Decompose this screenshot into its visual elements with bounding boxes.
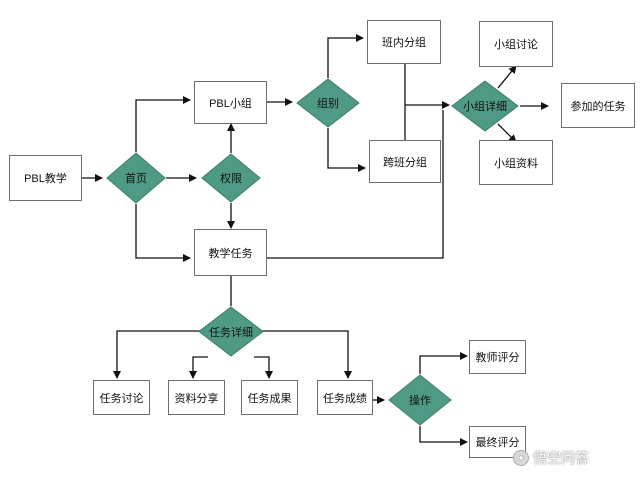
- node-pbl-group: PBL小组: [194, 81, 267, 124]
- diamond-shape: [451, 80, 519, 132]
- diamond-shape: [296, 78, 360, 128]
- edge-grouping-to-cross-class: [327, 128, 366, 172]
- decision-grouping-label: 组别: [317, 98, 339, 110]
- node-teaching-task-label: 教学任务: [208, 247, 253, 260]
- node-task-score: 任务成绩: [317, 380, 373, 415]
- decision-task-detail-label: 任务详细: [209, 326, 253, 339]
- node-joined-tasks-label: 参加的任务: [570, 100, 626, 113]
- node-group-materials: 小组资料: [479, 140, 553, 185]
- diamond-shape: [388, 374, 452, 426]
- decision-permission-label: 权限: [220, 173, 242, 185]
- watermark-text: 悟空问答: [533, 450, 589, 466]
- decision-group-detail: 小组详细: [451, 80, 519, 132]
- edge-group-detail-to-materials: [497, 123, 517, 143]
- node-final-score: 最终评分: [469, 426, 526, 458]
- node-group-discussion-label: 小组讨论: [494, 39, 538, 51]
- diamond-shape: [201, 153, 261, 203]
- node-in-class-group: 班内分组: [367, 20, 441, 64]
- edge-task-detail-to-material-sharing: [189, 356, 208, 379]
- decision-homepage: 首页: [106, 152, 166, 204]
- edge-teaching-task-to-group-detail: [267, 110, 444, 259]
- decision-operation: 操作: [388, 374, 452, 426]
- diamond-shape: [106, 152, 166, 204]
- wukong-logo-icon: ✦: [513, 450, 529, 466]
- node-material-sharing-label: 资料分享: [174, 392, 219, 405]
- edge-task-detail-to-task-result: [254, 356, 273, 379]
- node-teacher-score: 教师评分: [469, 340, 526, 374]
- decision-group-detail-label: 小组详细: [463, 101, 507, 113]
- decision-permission: 权限: [201, 153, 261, 203]
- node-cross-class-group-label: 跨班分组: [383, 156, 427, 169]
- node-in-class-group-label: 班内分组: [382, 37, 426, 49]
- node-cross-class-group: 跨班分组: [369, 140, 441, 183]
- edge-group-detail-to-discussion: [497, 65, 517, 89]
- node-teacher-score-label: 教师评分: [475, 352, 520, 364]
- edge-task-detail-to-task-discussion: [113, 330, 207, 379]
- node-pbl-teaching: PBL教学: [9, 155, 82, 201]
- node-final-score-label: 最终评分: [475, 437, 520, 449]
- node-group-materials-label: 小组资料: [494, 157, 538, 170]
- watermark: ✦ 悟空问答: [513, 448, 589, 468]
- node-group-discussion: 小组讨论: [479, 21, 553, 67]
- edge-grouping-to-in-class: [327, 34, 364, 78]
- node-pbl-teaching-label: PBL教学: [24, 173, 67, 185]
- node-task-discussion: 任务讨论: [93, 380, 150, 415]
- edge-operation-to-teacher-score: [419, 352, 468, 374]
- node-pbl-group-label: PBL小组: [209, 97, 252, 110]
- node-task-discussion-label: 任务讨论: [99, 392, 144, 405]
- decision-task-detail: 任务详细: [198, 306, 264, 357]
- node-task-score-label: 任务成绩: [323, 392, 367, 405]
- edge-homepage-to-pbl-group: [135, 96, 191, 152]
- node-material-sharing: 资料分享: [168, 380, 225, 415]
- decision-operation-label: 操作: [409, 395, 431, 407]
- diamond-shape: [198, 306, 264, 357]
- decision-grouping: 组别: [296, 78, 360, 128]
- node-task-result: 任务成果: [241, 380, 298, 415]
- edge-homepage-to-teaching-task: [135, 204, 191, 262]
- edge-task-detail-to-task-score: [255, 330, 352, 379]
- node-task-result-label: 任务成果: [247, 392, 292, 405]
- decision-homepage-label: 首页: [125, 173, 147, 185]
- node-joined-tasks: 参加的任务: [561, 83, 635, 128]
- node-teaching-task: 教学任务: [194, 229, 267, 276]
- edge-operation-to-final-score: [419, 426, 468, 446]
